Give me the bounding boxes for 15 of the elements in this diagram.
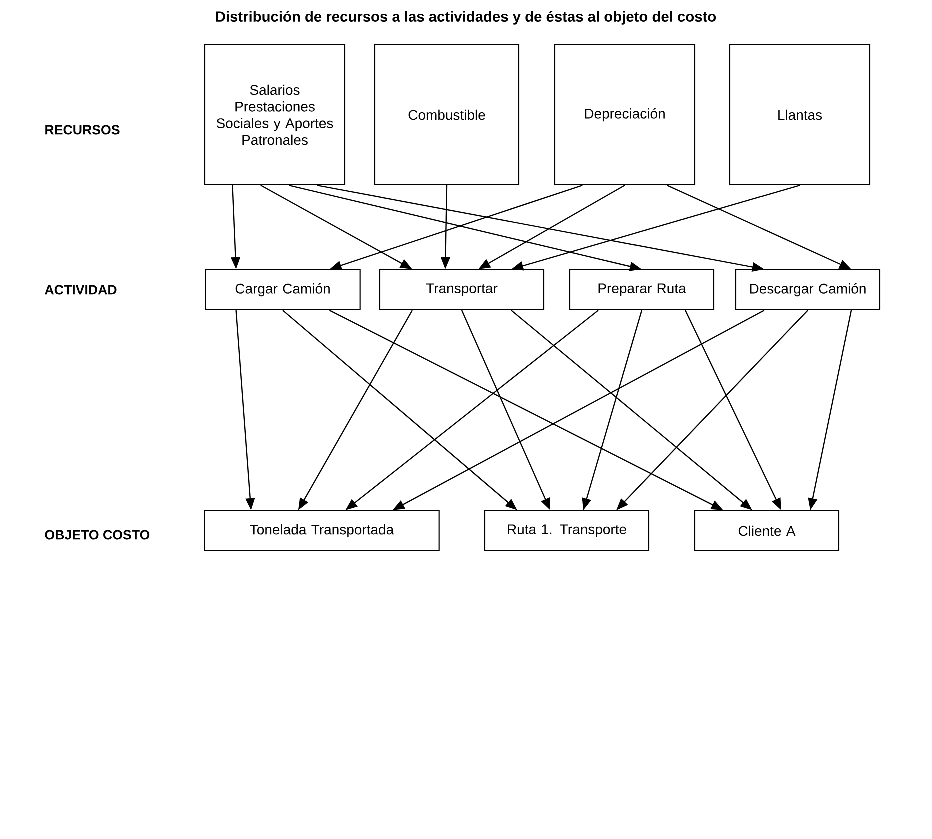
row-heading: ACTIVIDAD [45, 285, 117, 295]
cost-object-box: Ruta 1. Transporte [484, 510, 650, 552]
title: Distribución de recursos a las actividades y de éstas al objeto del costo [216, 11, 716, 25]
row-heading: RECURSOS [46, 125, 120, 135]
cost-object-box: Cliente A [694, 510, 840, 552]
activity-box: Preparar Ruta [569, 269, 715, 311]
resource-box: Salarios Prestaciones Sociales y Aportes Patronales [204, 44, 346, 186]
resource-box: Combustible [374, 44, 520, 186]
activity-box: Descargar Camión [735, 269, 881, 311]
resource-box: Llantas [729, 44, 871, 186]
activity-box: Cargar Camión [205, 269, 361, 311]
resource-box: Depreciación [554, 44, 696, 186]
activity-box: Transportar [379, 269, 545, 311]
row-heading: OBJETO COSTO [45, 530, 150, 540]
cost-object-box: Tonelada Transportada [204, 510, 440, 552]
